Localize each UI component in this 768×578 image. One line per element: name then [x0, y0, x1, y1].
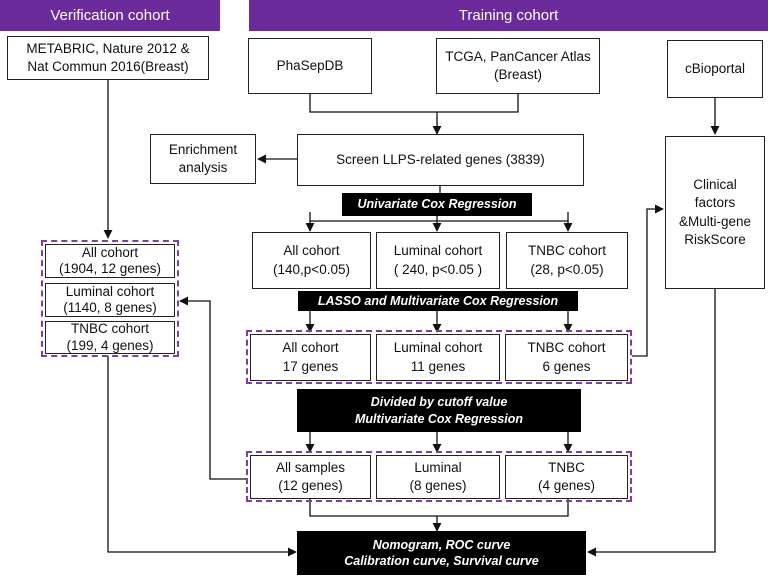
enrichment-line: analysis [178, 160, 228, 175]
risk-group-luminal: Luminal (8 genes) [376, 455, 500, 499]
group-detail: (4 genes) [537, 478, 596, 493]
step-line: Univariate Cox Regression [357, 197, 517, 212]
multivariate-luminal-cohort: Luminal cohort 11 genes [376, 334, 500, 381]
cohort-name: All cohort [282, 340, 339, 356]
cohort-detail: 11 genes [410, 358, 466, 374]
cohort-name: TNBC cohort [527, 340, 606, 356]
tcga-line: TCGA, PanCancer Atlas [445, 48, 591, 64]
cutoff-multivariate-step: Divided by cutoff value Multivariate Cox… [297, 389, 581, 432]
cohort-detail: (1140, 8 genes) [63, 300, 157, 315]
training-cohort-header-text: Training cohort [458, 7, 559, 24]
metabric-line: METABRIC, Nature 2012 & [26, 40, 190, 56]
group-detail: (12 genes) [278, 478, 343, 493]
cohort-detail: (1904, 12 genes) [58, 261, 162, 276]
cohort-detail: (140,p<0.05) [273, 261, 350, 277]
cohort-name: TNBC cohort [70, 321, 150, 337]
group-name: Luminal [414, 459, 462, 475]
step-line: Nomogram, ROC curve [372, 537, 511, 552]
metabric-box: METABRIC, Nature 2012 & Nat Commun 2016(… [7, 36, 209, 80]
clinical-line: factors [694, 195, 736, 211]
cbioportal-line: cBioportal [684, 60, 746, 76]
tcga-line: (Breast) [493, 67, 542, 82]
enrichment-line: Enrichment [168, 141, 238, 157]
step-line: Calibration curve, Survival curve [344, 554, 539, 568]
univariate-tnbc-cohort: TNBC cohort (28, p<0.05) [506, 232, 628, 289]
cohort-name: All cohort [283, 243, 340, 259]
verification-luminal-cohort: Luminal cohort (1140, 8 genes) [45, 283, 175, 317]
multivariate-all-cohort: All cohort 17 genes [250, 334, 371, 381]
verification-cohort-header-text: Verification cohort [50, 7, 170, 24]
screen-genes-box: Screen LLPS-related genes (3839) [297, 134, 584, 186]
clinical-line: Clinical [693, 177, 737, 193]
step-line: Multivariate Cox Regression [354, 411, 524, 426]
cohort-name: All cohort [81, 244, 139, 260]
multivariate-tnbc-cohort: TNBC cohort 6 genes [505, 334, 628, 381]
cohort-name: Luminal cohort [65, 283, 155, 299]
group-detail: (8 genes) [409, 478, 467, 493]
tcga-box: TCGA, PanCancer Atlas (Breast) [436, 38, 600, 94]
cohort-detail: ( 240, p<0.05 ) [393, 261, 483, 277]
group-name: All samples [275, 459, 346, 475]
verification-cohort-header: Verification cohort [0, 0, 220, 31]
lasso-multivariate-step: LASSO and Multivariate Cox Regression [298, 291, 578, 311]
risk-group-all-samples: All samples (12 genes) [250, 455, 371, 499]
cohort-detail: 6 genes [542, 358, 591, 374]
cbioportal-box: cBioportal [667, 40, 763, 98]
group-name: TNBC [548, 459, 585, 475]
screen-genes-line: Screen LLPS-related genes (3839) [336, 151, 545, 167]
risk-group-tnbc: TNBC (4 genes) [505, 455, 628, 499]
metabric-line: Nat Commun 2016(Breast) [27, 59, 189, 74]
cohort-detail: 17 genes [282, 358, 339, 374]
verification-all-cohort: All cohort (1904, 12 genes) [45, 244, 175, 278]
step-line: Divided by cutoff value [370, 395, 508, 410]
cohort-name: TNBC cohort [527, 243, 607, 259]
clinical-line: RiskScore [684, 231, 746, 247]
verification-tnbc-cohort: TNBC cohort (199, 4 genes) [45, 321, 175, 354]
univariate-cox-step: Univariate Cox Regression [342, 193, 532, 216]
cohort-name: Luminal cohort [393, 243, 483, 259]
univariate-luminal-cohort: Luminal cohort ( 240, p<0.05 ) [376, 232, 500, 289]
enrichment-analysis-box: Enrichment analysis [150, 134, 256, 184]
cohort-name: Luminal cohort [393, 340, 483, 356]
risk-group-set [246, 451, 632, 502]
clinical-line: &Multi-gene [678, 213, 752, 229]
multivariate-cohort-group [246, 330, 632, 384]
univariate-all-cohort: All cohort (140,p<0.05) [252, 232, 371, 289]
nomogram-roc-survival-step: Nomogram, ROC curve Calibration curve, S… [297, 531, 586, 575]
cohort-detail: (199, 4 genes) [66, 337, 154, 353]
phasepdb-box: PhaSepDB [248, 38, 372, 94]
clinical-factors-box: Clinical factors &Multi-gene RiskScore [665, 136, 765, 289]
cohort-detail: (28, p<0.05) [530, 261, 604, 277]
phasepdb-line: PhaSepDB [276, 57, 344, 73]
step-line: LASSO and Multivariate Cox Regression [317, 293, 559, 308]
verification-cohort-group [41, 240, 179, 357]
training-cohort-header: Training cohort [249, 0, 768, 31]
